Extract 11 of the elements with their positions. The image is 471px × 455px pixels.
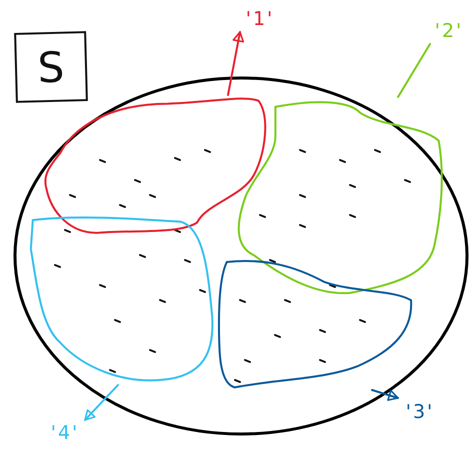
- arrow: [84, 384, 119, 421]
- subset-label: '1': [244, 7, 276, 32]
- arrow: [227, 31, 244, 96]
- subset-label: '3': [404, 400, 436, 425]
- connector-line: [397, 43, 431, 98]
- subset-label: '2': [434, 19, 464, 44]
- set-label-box: [14, 31, 88, 103]
- arrow: [371, 389, 399, 401]
- region-outline: [215, 258, 413, 390]
- subset-label: '4': [50, 421, 80, 446]
- set-name: S: [36, 41, 66, 94]
